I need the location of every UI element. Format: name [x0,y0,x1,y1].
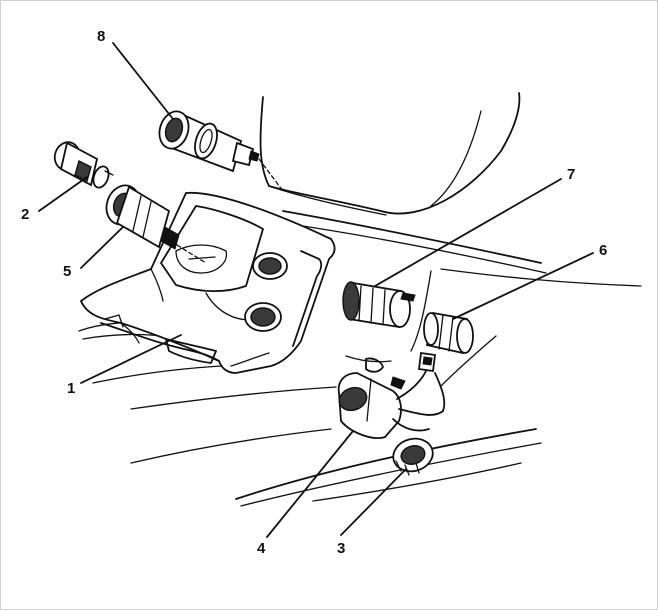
callout-5: 5 [63,263,71,280]
illumination-ring [342,281,416,329]
callout-1: 1 [67,380,75,397]
cigarette-lighter-plug [53,141,114,189]
lamp-housing [337,351,446,439]
callout-2: 2 [21,206,29,223]
leader-lines [38,42,594,538]
callout-8: 8 [97,28,105,45]
callout-labels: 8 2 5 1 7 6 4 3 [21,28,607,557]
console-trim-bezel [79,191,336,374]
socket-ring [423,311,474,355]
callout-7: 7 [567,166,575,183]
lighter-socket-housing [105,184,207,264]
callout-4: 4 [257,540,266,557]
callout-6: 6 [599,242,607,259]
bulb-socket [392,437,434,476]
accessory-power-socket [158,110,284,192]
callout-3: 3 [337,540,345,557]
